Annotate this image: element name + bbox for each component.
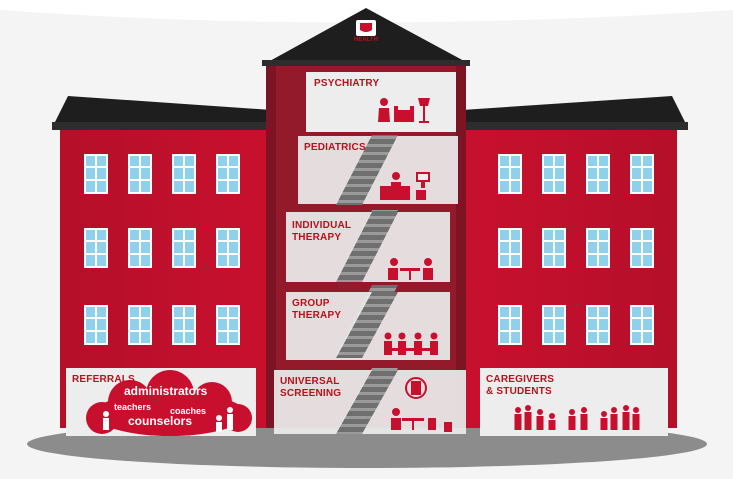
window — [586, 154, 610, 194]
person-icon — [622, 405, 630, 430]
window — [172, 305, 196, 345]
chair-icon — [428, 418, 436, 430]
label-psychiatry: PSYCHIATRY — [314, 78, 380, 89]
window — [128, 305, 152, 345]
cloud-coaches: coaches — [170, 406, 207, 416]
cloud-administrators: administrators — [124, 384, 208, 398]
person-icon — [216, 415, 222, 432]
person-icon — [384, 332, 392, 355]
window — [498, 305, 522, 345]
person-icon — [423, 258, 433, 280]
label-caregivers-1: CAREGIVERS — [486, 374, 555, 385]
armchair-icon — [394, 106, 414, 122]
right-wing-windows — [498, 154, 654, 345]
table-icon — [392, 348, 430, 351]
label-group-2: THERAPY — [292, 310, 342, 321]
chair-icon — [416, 190, 426, 200]
cloud-counselors: counselors — [128, 414, 193, 428]
window — [128, 154, 152, 194]
window — [128, 228, 152, 268]
person-icon — [600, 411, 608, 430]
window — [630, 228, 654, 268]
person-icon — [548, 413, 556, 430]
window — [630, 154, 654, 194]
desk-icon — [380, 186, 410, 200]
label-referrals: REFERRALS — [72, 374, 135, 385]
label-screening-1: UNIVERSAL — [280, 376, 340, 387]
person-icon — [103, 411, 109, 430]
person-icon — [430, 332, 438, 355]
person-icon — [524, 405, 532, 430]
window — [542, 228, 566, 268]
lamp-icon — [418, 98, 430, 123]
label-group-1: GROUP — [292, 298, 330, 309]
window — [216, 228, 240, 268]
person-icon — [632, 407, 640, 430]
clipboard-icon — [405, 377, 427, 399]
window — [542, 305, 566, 345]
label-individual-1: INDIVIDUAL — [292, 220, 352, 231]
person-icon — [610, 407, 618, 430]
computer-icon — [416, 172, 430, 188]
label-pediatrics: PEDIATRICS — [304, 142, 366, 153]
window — [172, 228, 196, 268]
window — [84, 154, 108, 194]
person-icon — [536, 409, 544, 430]
window — [542, 154, 566, 194]
cloud-teachers: teachers — [114, 402, 152, 412]
window — [586, 228, 610, 268]
table-icon — [400, 268, 420, 280]
window — [498, 228, 522, 268]
window — [586, 305, 610, 345]
label-individual-2: THERAPY — [292, 232, 342, 243]
window — [216, 154, 240, 194]
logo-text: HEALTH — [354, 37, 378, 43]
person-icon — [414, 332, 422, 355]
window — [216, 305, 240, 345]
person-icon — [514, 407, 522, 430]
window — [84, 305, 108, 345]
staircase-front — [336, 135, 398, 434]
window — [498, 154, 522, 194]
window — [630, 305, 654, 345]
person-icon — [378, 98, 390, 122]
person-icon — [398, 332, 406, 355]
window — [172, 154, 196, 194]
label-screening-2: SCREENING — [280, 388, 342, 399]
person-icon — [568, 409, 576, 430]
window — [84, 228, 108, 268]
left-wing-windows — [84, 154, 240, 345]
person-icon — [391, 408, 401, 430]
university-logo — [356, 20, 376, 36]
person-icon — [580, 407, 588, 430]
table-icon — [402, 418, 424, 430]
person-icon — [388, 258, 398, 280]
label-caregivers-2: & STUDENTS — [486, 386, 552, 397]
person-icon — [227, 407, 233, 430]
trash-can-icon — [444, 422, 452, 432]
